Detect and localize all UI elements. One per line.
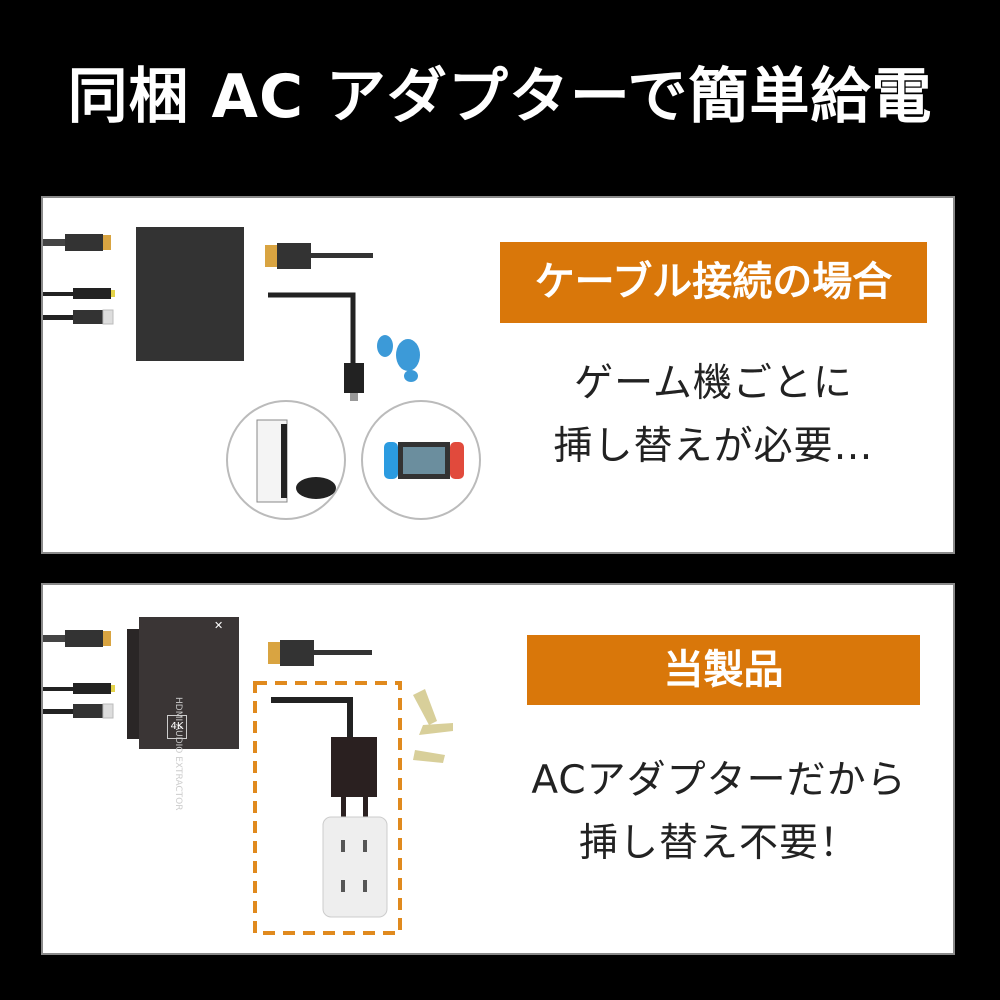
extractor-device (136, 227, 244, 361)
product-panel: ✕ HDMI AUDIO EXTRACTOR 4K 当製品 ACアダプターだから… (41, 583, 955, 955)
sparkle-icon (413, 689, 453, 763)
product-text-line-2: 挿し替え不要！ (578, 821, 859, 866)
ps5-console-icon (256, 419, 336, 503)
highlight-frame (253, 681, 402, 935)
device-4k-badge: 4K (167, 715, 187, 739)
hdmi-cable-out-icon (268, 640, 372, 666)
device-brand-mark: ✕ (214, 619, 224, 632)
ac-adapter-icon (331, 737, 377, 797)
hdmi-cable-icon (43, 630, 111, 647)
product-illustration (43, 617, 453, 935)
extractor-device-icon (127, 617, 239, 749)
cable-text-line-2: 挿し替えが必要… (553, 424, 874, 469)
product-text: ACアダプターだから 挿し替え不要！ (483, 749, 955, 875)
cable-connection-text: ゲーム機ごとに 挿し替えが必要… (500, 352, 927, 478)
power-outlet-icon (322, 816, 388, 918)
cable-connection-illustration (43, 227, 481, 520)
product-text-line-1: ACアダプターだから (531, 758, 907, 803)
product-banner: 当製品 (527, 635, 920, 705)
sweat-drops-icon (377, 335, 420, 382)
hdmi-cable-icon (43, 234, 111, 251)
rca-cable-icon (43, 683, 115, 719)
rca-cable-icon (43, 288, 115, 325)
hdmi-cable-out-icon (265, 243, 373, 269)
cable-connection-banner: ケーブル接続の場合 (500, 242, 927, 323)
cable-text-line-1: ゲーム機ごとに (574, 361, 853, 406)
cable-connection-panel: ケーブル接続の場合 ゲーム機ごとに 挿し替えが必要… (41, 196, 955, 554)
switch-console-icon (384, 442, 464, 479)
page-title: 同梱 AC アダプターで簡単給電 (67, 62, 933, 132)
usb-plug-icon (344, 363, 364, 393)
